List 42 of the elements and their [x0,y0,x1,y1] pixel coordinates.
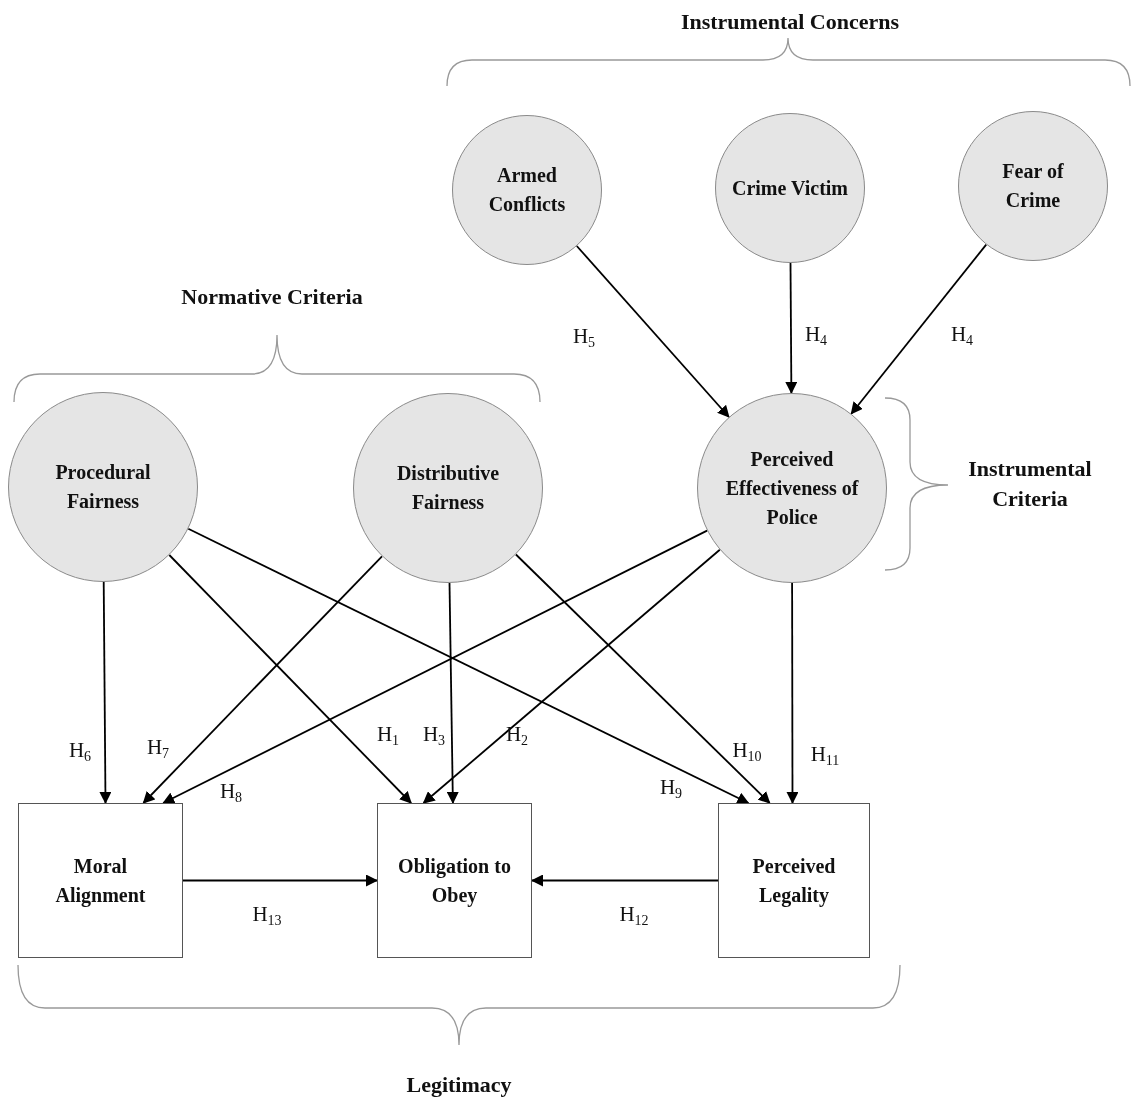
edge-label: H$_{4}$ [804,321,828,347]
arrow [446,582,459,804]
arrow [142,555,383,804]
node-label: Perceived Legality [751,853,837,909]
node-label: Armed Conflicts [487,163,567,217]
node-label: Crime Victim [730,175,850,201]
edge-label: H$_{13}$ [252,901,282,927]
node-label: Obligation to Obey [397,853,512,909]
edge-label: H$_{8}$ [219,778,243,804]
group-label: Legitimacy [405,1071,513,1100]
edge-label: H$_{4}$ [950,321,974,347]
arrow [515,553,771,804]
edge-label: H$_{6}$ [68,737,92,763]
edge-label: H$_{3}$ [422,721,446,747]
edge-label: H$_{12}$ [619,901,649,927]
group-label: Normative Criteria [180,283,364,312]
arrow [531,874,719,887]
node-label: Distributive Fairness [395,461,501,515]
edge-label: H$_{1}$ [376,721,400,747]
node-label: Moral Alignment [54,853,147,909]
node-label: Perceived Effectiveness of Police [724,446,860,530]
construct-box [718,803,870,958]
node-label: Fear of Crime [1001,159,1065,213]
arrow [850,243,988,415]
edge-label: H$_{11}$ [810,741,840,767]
arrow [182,874,378,887]
arrow [422,548,721,804]
construct-box [18,803,183,958]
group-label: Instrumental Concerns [679,8,901,37]
arrow [575,245,730,418]
arrow [99,581,112,804]
arrow [786,582,799,804]
arrow [785,262,798,394]
edge-label: H$_{5}$ [572,323,596,349]
edge-label: H$_{2}$ [505,721,529,747]
node-label: Procedural Fairness [54,460,152,514]
edge-label: H$_{10}$ [732,737,762,763]
edge-label: H$_{9}$ [659,774,683,800]
edge-label: H$_{7}$ [146,734,170,760]
group-label: Instrumental Criteria [967,455,1093,513]
arrow [168,554,412,804]
construct-box [377,803,532,958]
